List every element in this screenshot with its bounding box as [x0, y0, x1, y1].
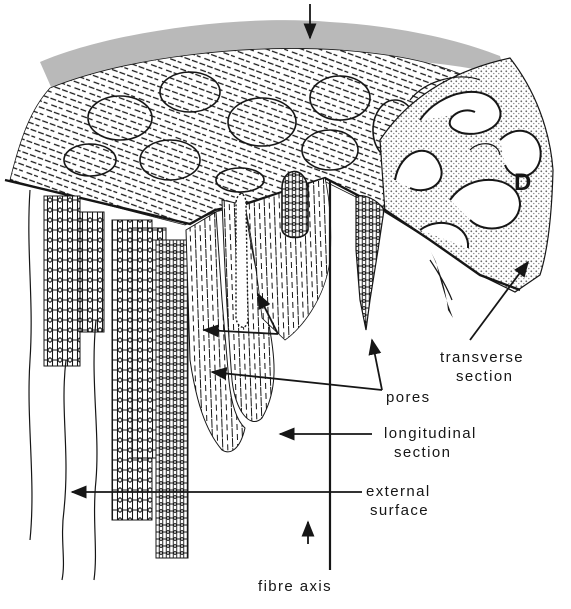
- pore-long: [236, 194, 248, 327]
- label-transverse: transverse: [440, 349, 524, 366]
- cortical-cells: [44, 196, 188, 558]
- label-fibre-axis: fibre axis: [258, 578, 332, 595]
- label-longitudinal: longitudinal: [384, 425, 477, 442]
- central-pore: [282, 171, 308, 237]
- label-region-d: D: [514, 169, 531, 196]
- label-transverse-section: section: [456, 368, 513, 385]
- transverse-filament: [430, 250, 453, 318]
- label-pores: pores: [386, 389, 431, 406]
- label-external: external: [366, 483, 431, 500]
- label-external-surface: surface: [370, 502, 429, 519]
- arrow-pores-4: [372, 340, 382, 390]
- conical-pore: [356, 196, 384, 330]
- label-longitudinal-section: section: [394, 444, 451, 461]
